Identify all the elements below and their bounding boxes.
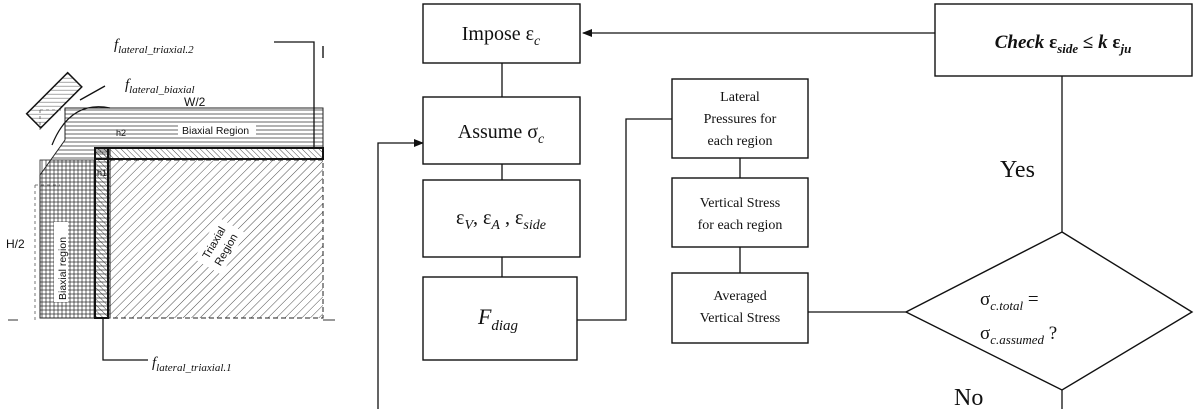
leader-lateral-biaxial [79, 85, 106, 101]
yes-label: Yes [1000, 157, 1035, 183]
lateral-biaxial-bar [25, 71, 83, 129]
svg-text:Lateral: Lateral [720, 90, 760, 105]
leader-lateral-triaxial-2 [274, 41, 315, 148]
decision-diamond: σc.total = σc.assumed ? [904, 231, 1194, 391]
svg-text:each region: each region [708, 134, 773, 149]
svg-text:σc.assumed ?: σc.assumed ? [980, 323, 1057, 347]
cross-section-figure: flateral_triaxial.2 flateral_biaxial fla… [6, 37, 335, 374]
dim-height-half: H/2 [6, 237, 25, 251]
label-lateral-triaxial-2: flateral_triaxial.2 [114, 37, 194, 56]
svg-text:Vertical Stress: Vertical Stress [700, 196, 780, 211]
impose-strain-box: Impose εc [422, 3, 581, 64]
no-label: No [954, 385, 983, 409]
fdiag-box: Fdiag [422, 276, 578, 361]
region-biaxial-top: Biaxial Region [182, 125, 249, 137]
lateral-triaxial-2-bar [94, 147, 324, 160]
svg-text:Vertical Stress: Vertical Stress [700, 311, 780, 326]
lateral-triaxial-1-bar [94, 147, 109, 319]
arrow-loop-to-assume [377, 139, 424, 409]
leader-lateral-triaxial-1 [102, 318, 148, 361]
dim-h1: h1 [97, 168, 107, 178]
label-lateral-triaxial-1: flateral_triaxial.1 [152, 355, 232, 374]
label-lateral-biaxial: flateral_biaxial [125, 77, 195, 96]
strains-box: εV, εA , εside [422, 179, 581, 258]
vertical-stress-box: Vertical Stress for each region [671, 177, 809, 248]
svg-text:Fdiag: Fdiag [477, 304, 519, 334]
svg-text:εV, εA , εside: εV, εA , εside [456, 207, 546, 233]
averaged-stress-box: Averaged Vertical Stress [671, 272, 809, 344]
svg-text:Pressures for: Pressures for [704, 112, 777, 127]
lateral-pressures-box: Lateral Pressures for each region [671, 78, 809, 159]
svg-text:Impose εc: Impose εc [462, 23, 541, 49]
dim-h2: h2 [116, 128, 126, 138]
svg-text:Averaged: Averaged [713, 289, 766, 304]
connector-fdiag-lateral [577, 118, 672, 321]
dim-width-half: W/2 [184, 95, 206, 109]
svg-text:for each region: for each region [698, 218, 783, 233]
check-strain-box: Check εside ≤ k εju [934, 3, 1193, 77]
assume-stress-box: Assume σc [422, 96, 581, 165]
svg-text:σc.total =: σc.total = [980, 289, 1039, 313]
region-biaxial-side: Biaxial region [57, 237, 69, 300]
svg-text:Check εside ≤ k εju: Check εside ≤ k εju [995, 32, 1132, 56]
svg-text:Assume σc: Assume σc [458, 121, 545, 147]
flowchart: Impose εc Assume σc εV, εA , εside Fdiag [377, 3, 1194, 409]
